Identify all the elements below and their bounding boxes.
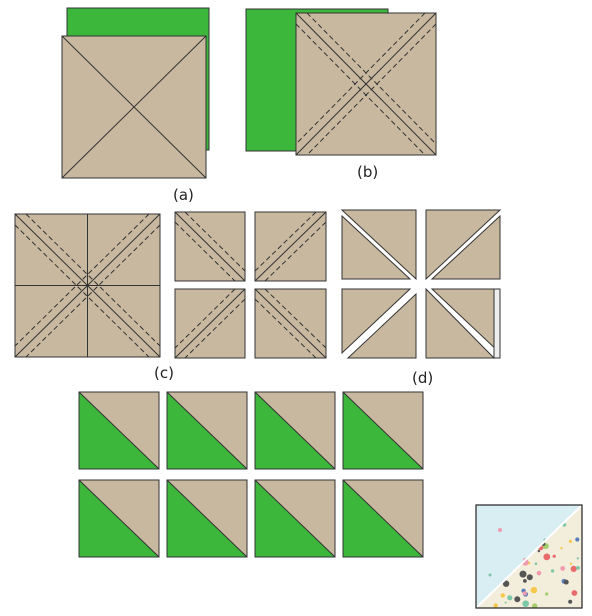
hst-unit	[79, 480, 159, 557]
step-b: (b)	[246, 9, 436, 181]
fabric-photo	[476, 504, 582, 609]
hst-unit	[167, 480, 247, 557]
hst-unit	[79, 392, 159, 469]
caption-b: (b)	[357, 163, 378, 181]
caption-c: (c)	[154, 364, 174, 382]
hst-unit	[167, 392, 247, 469]
hst-unit	[255, 480, 335, 557]
hst-unit	[343, 480, 423, 557]
finished-hst-grid	[79, 392, 423, 557]
cut-squares	[175, 212, 326, 358]
step-a: (a)	[62, 8, 209, 204]
caption-d: (d)	[412, 369, 433, 387]
edge-strip	[494, 289, 500, 358]
hst-unit	[343, 392, 423, 469]
step-d: (d)	[342, 210, 500, 387]
hst-unit	[255, 392, 335, 469]
caption-a: (a)	[173, 186, 194, 204]
step-c: (c)	[15, 214, 174, 382]
